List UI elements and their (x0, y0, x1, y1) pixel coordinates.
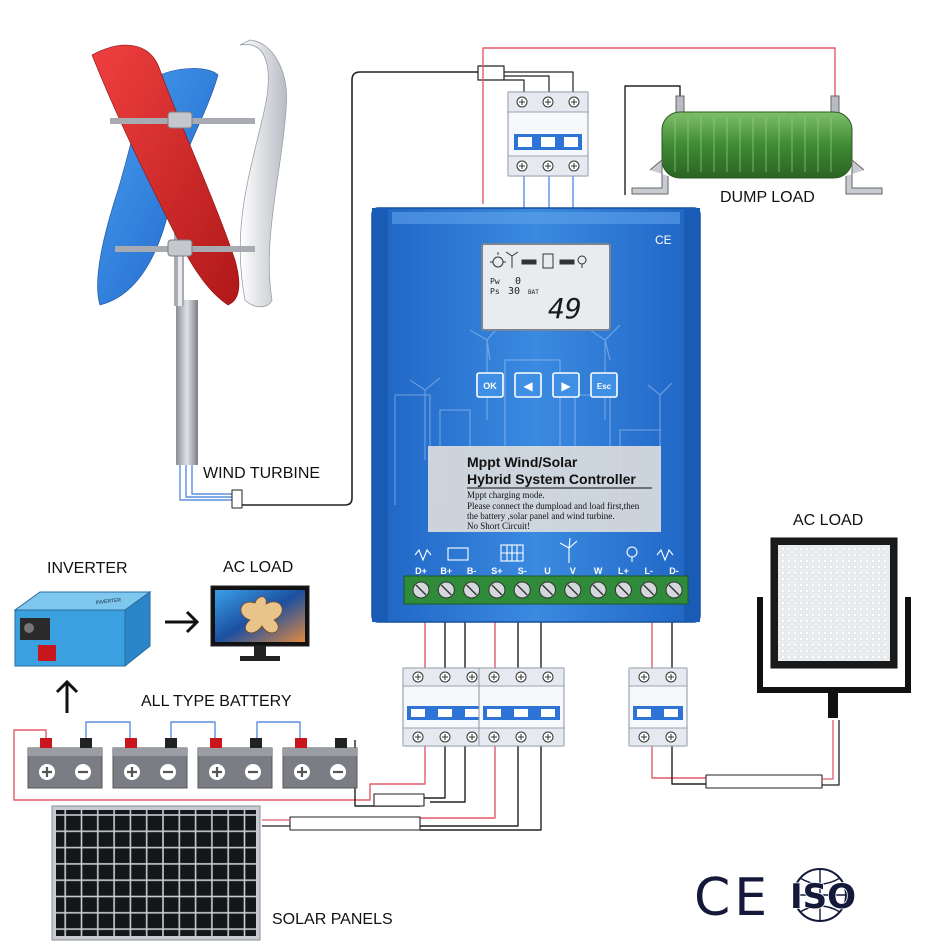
controller-note-3: the battery ,solar panel and wind turbin… (467, 511, 614, 521)
terminal-screw (412, 581, 430, 599)
inverter-label: INVERTER (47, 560, 128, 577)
bottom-breakers (402, 667, 688, 747)
terminal-label-8: L+ (618, 566, 629, 576)
terminal-screw (463, 581, 481, 599)
terminal-screw (589, 581, 607, 599)
terminal-label-7: W (594, 566, 603, 576)
terminal-screw (437, 581, 455, 599)
ok-button-label: OK (483, 381, 497, 391)
led-floodlight-illustration (757, 537, 911, 718)
esc-button[interactable] (590, 372, 618, 398)
terminal-screw (564, 581, 582, 599)
terminal-label-5: U (544, 566, 551, 576)
lcd-ps-value: 30 (508, 286, 520, 297)
lcd-bat-label: BAT (528, 289, 539, 296)
controller-note-4: No Short Circuit! (467, 521, 530, 531)
controller-ce-mark: CE (655, 233, 672, 247)
lcd-main-value: 49 (548, 292, 582, 325)
terminal-label-3: S+ (491, 566, 502, 576)
terminal-label-1: B+ (440, 566, 452, 576)
terminal-screw (665, 581, 683, 599)
right-button[interactable] (552, 372, 580, 398)
terminal-label-0: D+ (415, 566, 427, 576)
battery-bank (27, 738, 358, 789)
terminal-screw (640, 581, 658, 599)
ok-button[interactable] (476, 372, 504, 398)
battery-unit (27, 738, 103, 789)
arrow-up-icon (55, 679, 79, 713)
dump-load-label: DUMP LOAD (720, 189, 815, 206)
inverter-illustration: INVERTER (13, 591, 152, 668)
ac-load-left-label: AC LOAD (223, 559, 293, 576)
wind-turbine-label: WIND TURBINE (203, 465, 320, 482)
terminal-labels: D+ B+ B- S+ S- U V W L+ L- D- (415, 566, 679, 576)
ac-load-right-label: AC LOAD (793, 512, 863, 529)
terminal-icons (414, 537, 674, 563)
right-button-label: ▶ (561, 379, 571, 393)
battery-unit (282, 738, 358, 789)
lcd-ps-label: Ps (490, 287, 500, 296)
wind-breaker (507, 91, 589, 177)
terminal-screw (488, 581, 506, 599)
terminal-label-9: L- (644, 566, 653, 576)
terminal-label-4: S- (518, 566, 527, 576)
solar-panel-illustration (51, 805, 261, 941)
lcd-pw-label: Pw (490, 277, 500, 286)
certification-logos: CE ISO (694, 868, 857, 928)
tv-illustration (210, 585, 310, 661)
controller-buttons: OK ◀ ▶ Esc (476, 372, 618, 398)
terminal-screw (513, 581, 531, 599)
left-button-label: ◀ (523, 379, 533, 393)
terminal-label-2: B- (467, 566, 477, 576)
terminal-screws (412, 581, 683, 599)
battery-label: ALL TYPE BATTERY (141, 693, 292, 710)
terminal-screw (539, 581, 556, 599)
iso-logo-text: ISO (790, 877, 856, 917)
wind-turbine-illustration (91, 39, 287, 465)
terminal-screw (614, 581, 632, 599)
solar-panels-label: SOLAR PANELS (272, 911, 393, 928)
hybrid-controller: Pw 0 Ps 30 BAT 49 CE OK ◀ ▶ Esc Mppt Win… (371, 207, 701, 623)
controller-title-2: Hybrid System Controller (467, 471, 636, 487)
arrow-right-icon (165, 610, 200, 634)
controller-note-1: Mppt charging mode. (467, 490, 545, 500)
left-button[interactable] (514, 372, 542, 398)
terminal-label-6: V (570, 566, 576, 576)
battery-unit (112, 738, 188, 789)
lcd-pw-value: 0 (515, 276, 521, 287)
ce-logo: CE (694, 868, 771, 928)
battery-breaker (402, 667, 489, 747)
controller-note-2: Please connect the dumpload and load fir… (467, 501, 640, 511)
solar-breaker (478, 667, 565, 747)
lcd-icons (490, 251, 587, 269)
controller-title-1: Mppt Wind/Solar (467, 454, 578, 470)
dump-load-resistor (631, 95, 883, 195)
iso-logo: ISO (789, 868, 857, 922)
load-breaker (628, 667, 688, 747)
terminal-label-10: D- (669, 566, 679, 576)
wiring (13, 47, 840, 831)
battery-unit (197, 738, 273, 789)
svg-text:INVERTER: INVERTER (96, 597, 122, 606)
esc-button-label: Esc (597, 382, 612, 391)
